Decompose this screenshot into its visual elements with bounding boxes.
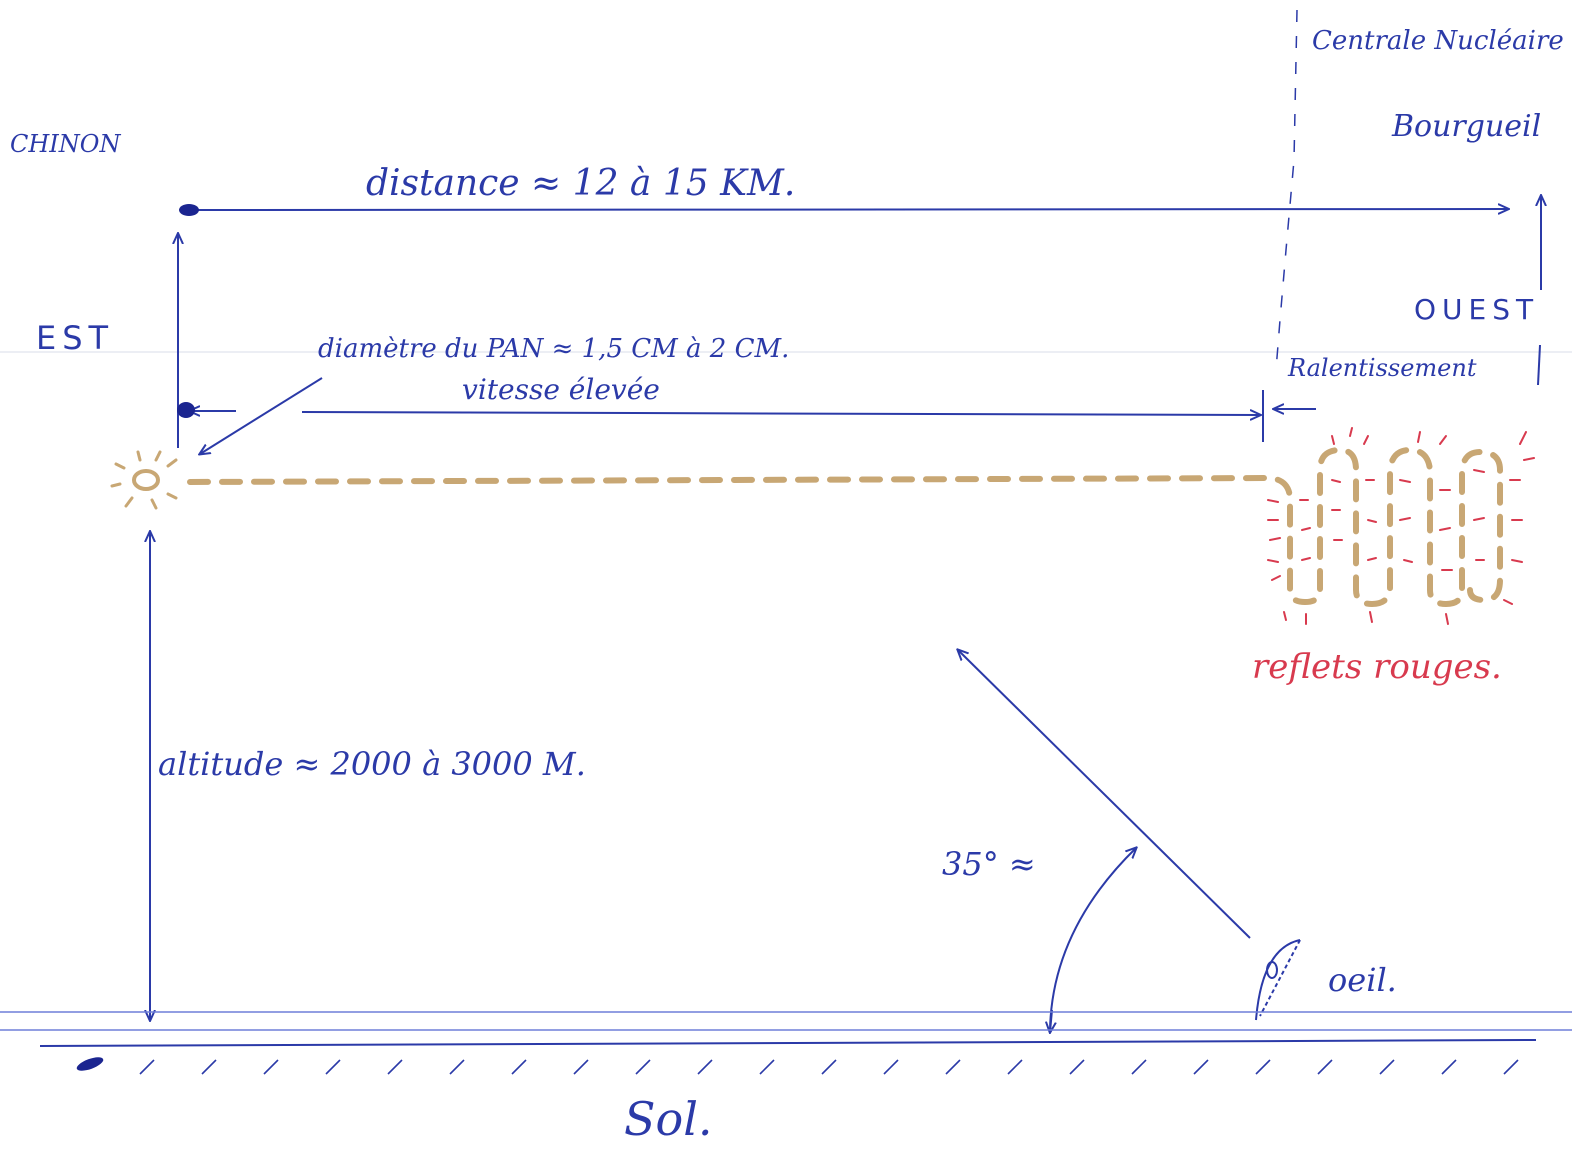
ground-hatch-stroke [821,1059,837,1075]
flight-path [187,446,1503,608]
ground-hatch-stroke [697,1059,713,1075]
ground-ink-blot [76,1057,104,1071]
ground-hatch-stroke [387,1059,403,1075]
distance-label: distance ≈ 12 à 15 KM. [366,163,796,204]
start-blob [179,204,199,216]
ground-hatch-stroke [511,1059,527,1075]
ground-hatch-stroke [1069,1059,1085,1075]
line-of-sight [958,650,1251,939]
ground-hatch-stroke [883,1059,899,1075]
angle-label: 35° ≈ [942,845,1036,883]
ground-hatch-stroke [1255,1059,1271,1075]
ground-hatch-stroke [1379,1059,1395,1075]
west-tick [1537,344,1541,386]
eye-icon [1255,939,1301,1021]
ground-hatch-stroke [635,1059,651,1075]
ground-hatch-stroke [1503,1059,1519,1075]
angle-arc [1049,848,1136,1031]
ralentissement-label: Ralentissement [1288,354,1477,382]
bourgueil-label: Bourgueil [1392,109,1542,144]
distance-arrow [189,209,1508,210]
ground-hatch-stroke [1193,1059,1209,1075]
power-plant-boundary [1275,9,1298,371]
ground-hatch-stroke [449,1059,465,1075]
est-label: EST [36,319,115,357]
ground-hatch-stroke [325,1059,341,1075]
eye-label: oeil. [1328,961,1397,999]
speed-label: vitesse élevée [462,373,660,406]
ground-hatch-stroke [263,1059,279,1075]
ouest-label: OUEST [1414,293,1540,326]
ground-hatch-stroke [201,1059,217,1075]
ground-line-3 [39,1039,1537,1047]
red-reflections [1267,427,1535,625]
angle-arc-tail [1050,1009,1052,1032]
ink-blot [177,402,195,418]
centrale-label: Centrale Nucléaire [1312,26,1564,56]
reflections-label: reflets rouges. [1252,647,1502,687]
ground-hatch-stroke [573,1059,589,1075]
ground-label: Sol. [624,1092,713,1146]
ground-hatch-stroke [945,1059,961,1075]
ground-hatch-stroke [1131,1059,1147,1075]
speed-arrow [301,412,1260,415]
altitude-label: altitude ≈ 2000 à 3000 M. [158,745,586,783]
ufo-object [110,450,178,510]
ground-hatch-stroke [139,1059,155,1075]
ground-hatch-stroke [1441,1059,1457,1075]
diameter-pointer [200,377,323,454]
chinon-label: CHINON [10,130,121,158]
ground-hatch-stroke [759,1059,775,1075]
ground-hatch-stroke [1007,1059,1023,1075]
ground-hatching [139,1059,1519,1075]
diameter-label: diamètre du PAN ≈ 1,5 CM à 2 CM. [318,334,790,364]
ground-hatch-stroke [1317,1059,1333,1075]
